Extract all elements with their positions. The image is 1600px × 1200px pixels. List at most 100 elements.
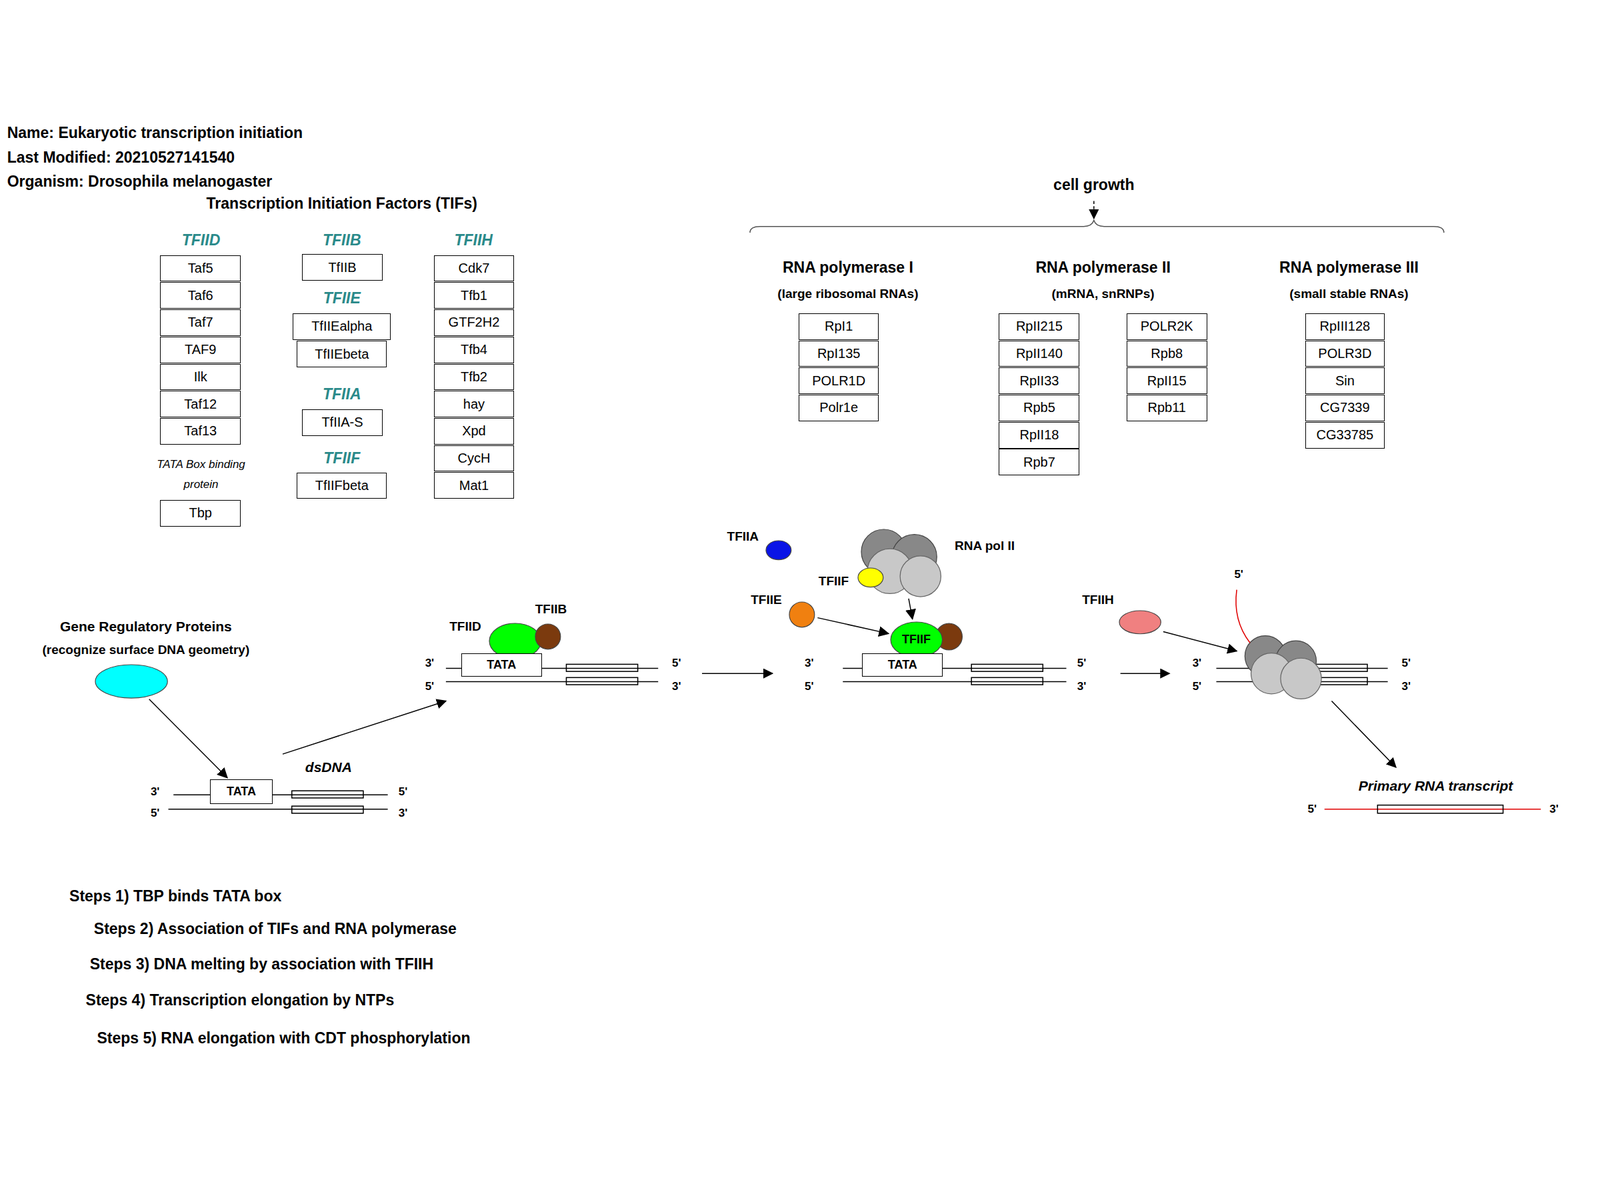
strand-end: 5' [398,785,408,799]
gene-name: Sin [1335,373,1355,389]
factor-label: (recognize surface DNA geometry) [42,642,250,658]
regulatory-protein-shape [95,664,168,698]
gene-box: TfIIA-S [302,409,383,436]
gene-box: Taf5 [160,255,241,282]
gene-box: GTF2H2 [434,309,515,336]
rna-transcript [1377,805,1503,814]
gene-name: POLR1D [812,373,866,389]
gene-box: hay [434,390,515,418]
step-text: Steps 5) RNA elongation with CDT phospho… [96,1028,470,1046]
gene-box: RpIII128 [1305,313,1385,340]
gene-name: RpII18 [1019,427,1059,443]
strand-end: 3' [672,680,682,694]
box-caption: TATA Box binding protein [144,454,257,495]
gene-name: TfIIEalpha [311,318,372,334]
gene-name: Taf12 [184,396,217,412]
strand-end: 3' [1192,656,1202,670]
stage-arrow [282,631,1396,768]
growth-arrow [1093,201,1095,219]
tata-box: TATA [461,653,542,677]
polymerase-subtitle: (large ribosomal RNAs) [777,286,918,302]
factor-ellipse-shape [1118,610,1162,635]
nascent-rna [1236,590,1250,644]
gene-name: TfIIEbeta [314,346,369,362]
gene-box: Taf6 [160,282,241,309]
gene-box: Polr1e [798,394,878,422]
gene-box: RpII33 [998,367,1080,394]
tata-box: TATA [210,779,272,804]
process-label: cell growth [1053,176,1134,194]
header-line: Organism: Drosophila melanogaster [7,172,272,190]
factor-heading: TFIIH [454,230,493,248]
dna-strand [168,808,388,810]
gene-box: TfIIEbeta [296,340,387,368]
tata-label: TATA [226,784,256,799]
gene-name: Rpb5 [1023,400,1056,416]
gene-name: hay [463,396,485,412]
strand-end: 5' [150,806,160,820]
factor-ellipse: TFIIF [857,567,884,588]
factor-label: TFIIF [902,632,931,647]
gene-name: RpI135 [817,346,861,362]
gene-box: RpII215 [998,313,1080,340]
gene-box: Ilk [160,364,241,391]
arrow-connector [817,618,888,634]
polymerase-cluster: TFIIFRNA pol II [861,529,943,596]
factor-label: TFIIH [1082,592,1114,608]
stage-arrow [282,701,446,755]
gene-name: Taf6 [188,288,214,304]
strand-end: 3' [398,806,408,820]
gene-box: TfIIEalpha [292,313,391,340]
gene-name: POLR2K [1140,318,1194,334]
regulatory-protein: Gene Regulatory Proteins(recognize surfa… [94,664,168,699]
strand-end: 5' [1308,802,1318,816]
factor-heading: TFIIE [323,289,361,307]
gene-box: Taf13 [160,418,241,445]
gene-name: CG33785 [1316,427,1374,443]
dna-strand [168,668,1388,810]
gene-name: Tfb1 [460,288,488,304]
dna-label: dsDNA [305,759,352,776]
strand-end: 5' [1234,568,1244,582]
gene-box: Mat1 [434,472,515,499]
gene-region [971,664,1043,672]
strand-end: 3' [1549,802,1559,816]
factor-label: TFIIA [727,529,760,544]
gene-name: Rpb8 [1150,346,1183,362]
polymerase-subtitle: (mRNA, snRNPs) [1052,286,1155,302]
gene-box: Taf7 [160,309,241,336]
strand-end: 5' [425,680,435,694]
gene-box: Sin [1305,367,1385,394]
stage-arrow [702,672,773,674]
gene-box: CG7339 [1305,394,1385,422]
rna-transcript [1324,808,1541,810]
factor-label: TFIIE [750,592,782,608]
gene-box: CG33785 [1305,422,1385,449]
gene-box: Tfb2 [434,364,515,391]
stage-arrow [1331,701,1396,768]
nascent-rna [1236,590,1250,644]
gene-name: Ilk [194,369,208,385]
gene-name: Polr1e [819,400,858,416]
factor-ellipse-shape [789,602,815,628]
gene-box: POLR2K [1126,313,1208,340]
stage-arrow [1163,631,1237,651]
strand-end: 5' [1077,656,1087,670]
gene-name: TfIIB [328,260,356,276]
factor-ellipse: TFIIA [765,540,792,561]
factor-ellipse: TFIIE [788,601,816,628]
step-text: Steps 3) DNA melting by association with… [90,955,434,973]
gene-name: Tbp [189,505,212,521]
dna-strand [842,681,1066,683]
strand-end: 3' [804,656,814,670]
gene-box: RpI135 [798,340,878,368]
gene-box: Rpb7 [998,448,1080,476]
rna-transcript [1324,805,1541,814]
gene-name: Tfb4 [460,342,488,358]
polymerase-heading: RNA polymerase I [782,258,914,276]
gene-region [566,664,638,672]
polymerase-cluster [1280,658,1322,699]
gene-region [292,790,364,798]
gene-region [292,806,364,814]
factor-ellipse-shape [534,623,562,650]
